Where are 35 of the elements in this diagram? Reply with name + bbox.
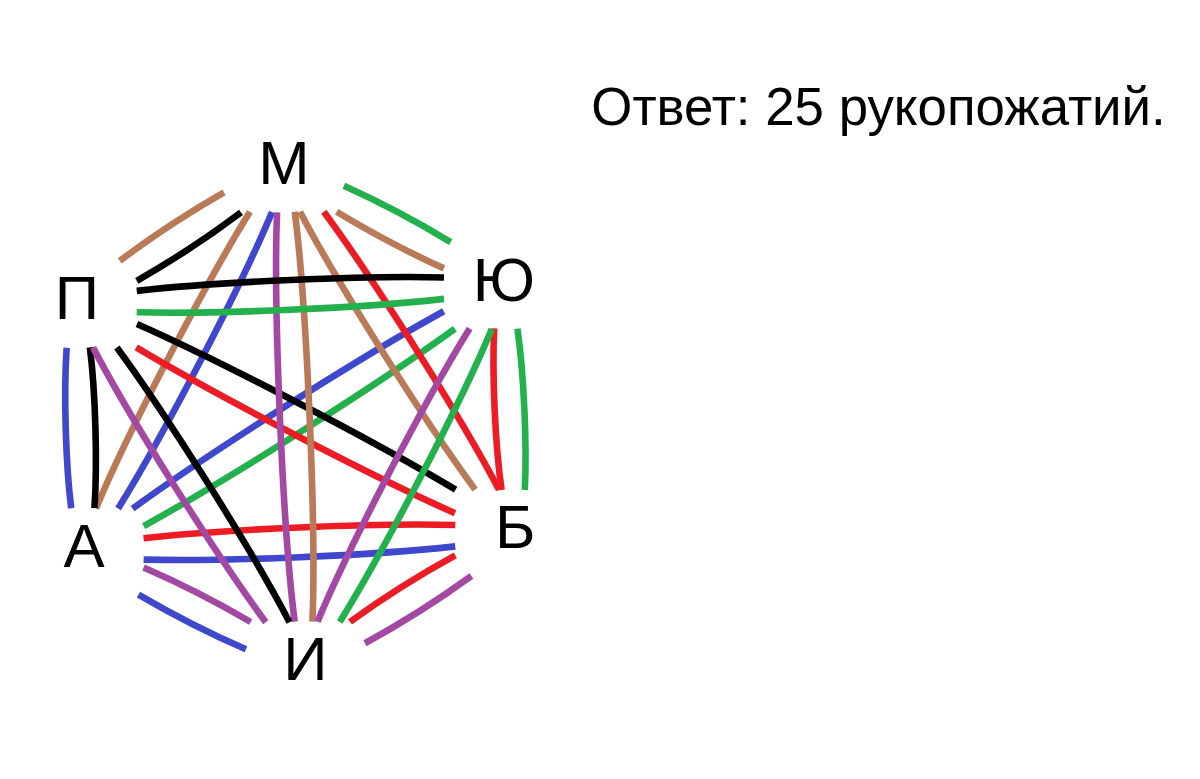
connector — [336, 327, 495, 624]
label: Ответ: 25 рукопожатий. — [591, 76, 1166, 136]
connector — [291, 210, 317, 622]
node-text: И — [283, 623, 328, 693]
connector — [334, 208, 446, 271]
connector — [363, 572, 474, 646]
connector — [342, 182, 453, 245]
connector — [143, 520, 456, 542]
connector — [136, 591, 248, 652]
connector — [143, 542, 456, 563]
connector — [114, 345, 293, 624]
node-text: Ю — [472, 244, 535, 314]
connector — [136, 273, 445, 294]
connector — [514, 327, 529, 490]
connector — [348, 551, 457, 624]
connector — [142, 325, 457, 529]
connector — [272, 211, 298, 622]
node-text: М — [258, 127, 310, 197]
connector — [130, 307, 446, 511]
connector — [93, 209, 253, 510]
connector — [115, 210, 276, 510]
connector — [90, 345, 269, 624]
connector — [135, 320, 458, 492]
node-text: А — [63, 510, 105, 580]
connector — [314, 326, 473, 623]
connector — [142, 564, 253, 625]
connector — [490, 327, 505, 490]
connector — [134, 344, 457, 516]
connector — [117, 188, 226, 263]
connector — [86, 346, 100, 508]
connector — [136, 295, 445, 316]
node-text: П — [54, 262, 100, 332]
connector — [135, 209, 243, 284]
connector — [297, 209, 478, 492]
node-text: Б — [495, 491, 536, 561]
